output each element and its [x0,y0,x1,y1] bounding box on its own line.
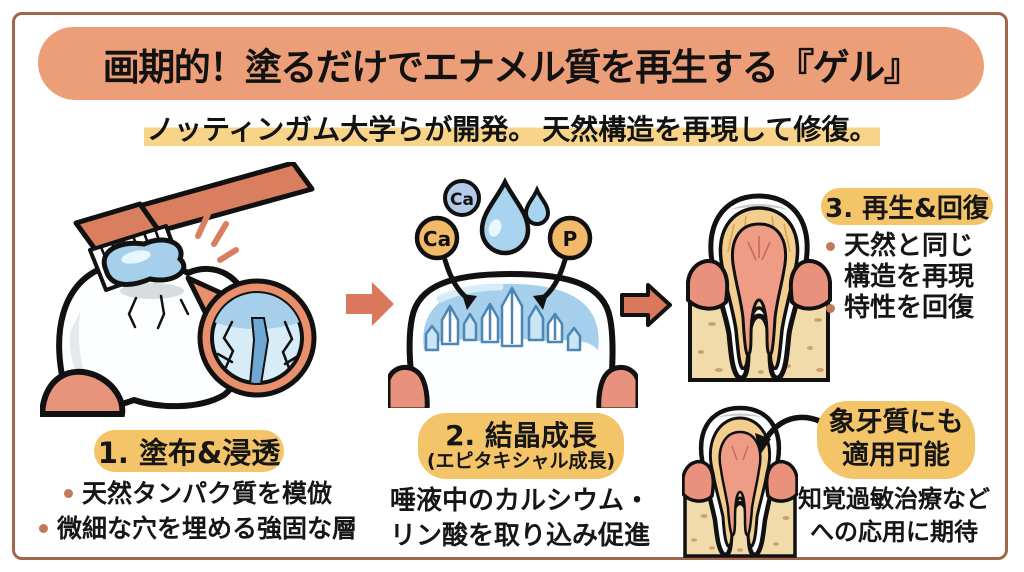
dentin-description: 知覚過敏治療など への応用に期待 [786,483,1002,549]
step1-bullet-2: 微細な穴を埋める強固な層 [56,514,357,543]
step3-bullet-2: 特性を回復 [844,293,975,323]
list-item: 構造を再現 [826,262,1016,293]
ion-badges: Ca Ca P [414,179,593,261]
bullet-dot-icon [826,304,835,313]
step2-label-pill: 2. 結晶成長 (エピタキシャル成長) [418,413,624,479]
ca-ion-top-icon [443,179,481,217]
step1-label: 1. 塗布&浸透 [97,436,281,470]
step2-desc-line2: リン酸を取り込み促進 [389,521,650,551]
list-item: 微細な穴を埋める強固な層 [28,511,368,546]
p-ion-icon [547,215,593,261]
list-item: 特性を回復 [826,293,1016,324]
dentin-note-bubble: 象牙質にも 適用可能 [817,401,975,479]
flow-arrow-icon [620,283,672,327]
step3-bullet-1-line1: 天然と同じ [844,231,975,261]
page-title: 画期的！塗るだけでエナメル質を再生する『ゲル』 [102,45,921,89]
crack-magnifier-icon [185,275,317,398]
bullet-dot-icon [826,242,835,251]
gel-application-illustration [40,162,317,417]
dentin-tooth-illustration [682,405,798,558]
step2-description: 唾液中のカルシウム・ リン酸を取り込み促進 [378,484,662,554]
ion-arrow-icon [442,257,568,310]
flow-arrow-icon [346,282,394,326]
ca-ion-left-label: Ca [423,227,451,251]
sparkle-icon [195,211,239,263]
ca-ion-left-icon [414,215,460,261]
bullet-dot-icon [63,489,73,498]
dentin-bubble-line1: 象牙質にも [828,407,964,439]
crystals-icon [424,286,582,352]
gel-blob-icon [101,237,187,287]
outer-frame [12,12,1008,560]
subtitle: ノッティンガム大学らが開発。天然構造を再現して修復。 [0,108,1024,148]
pointer-arrow-icon [755,414,825,455]
dentin-desc-line1: 知覚過敏治療など [798,485,990,513]
step2-desc-line1: 唾液中のカルシウム・ [389,486,650,516]
p-ion-label: P [563,227,578,251]
subtitle-part2: 天然構造を再現して修復。 [539,113,881,146]
crystal-growth-illustration: Ca Ca P [388,176,638,408]
tooth-cross-section-illustration [686,193,832,382]
list-item: 天然と同じ [826,231,1016,262]
list-item: 天然タンパク質を模倣 [28,476,368,511]
step3-label-pill: 3. 再生&回復 [821,188,993,225]
step2-label: 2. 結晶成長 [445,418,597,452]
title-banner: 画期的！塗るだけでエナメル質を再生する『ゲル』 [38,27,984,100]
step1-label-pill: 1. 塗布&浸透 [94,430,284,472]
step1-bullet-1: 天然タンパク質を模倣 [81,479,332,508]
step1-bullets: 天然タンパク質を模倣 微細な穴を埋める強固な層 [28,476,368,546]
saliva-drop-icon [479,176,551,256]
dentin-bubble-line2: 適用可能 [842,440,950,471]
step3-label: 3. 再生&回復 [825,194,989,224]
ca-ion-top-label: Ca [450,190,474,210]
step2-sublabel: (エピタキシャル成長) [426,449,616,472]
bullet-dot-icon [38,524,48,533]
subtitle-part1: ノッティンガム大学らが開発。 [143,113,540,146]
step3-bullets: 天然と同じ 構造を再現 特性を回復 [826,231,1016,324]
step3-bullet-1-line2: 構造を再現 [844,262,975,292]
dentin-desc-line2: への応用に期待 [810,518,978,546]
